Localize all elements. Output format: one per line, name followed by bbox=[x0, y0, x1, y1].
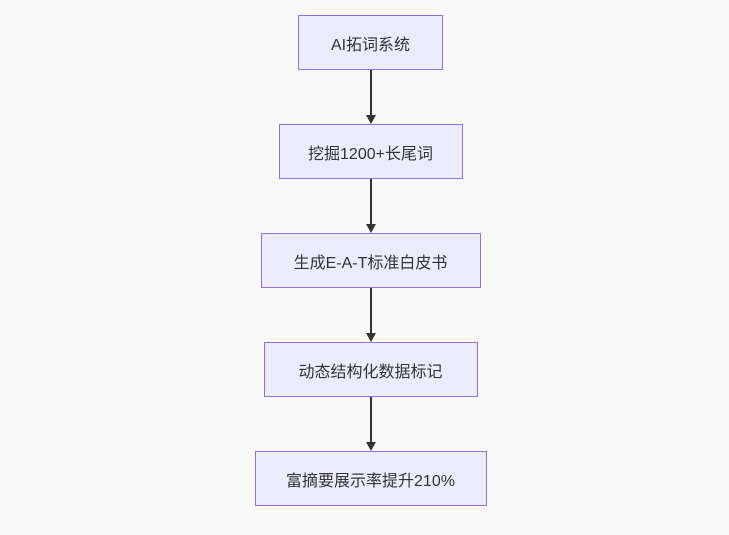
flow-node-label: 动态结构化数据标记 bbox=[298, 363, 443, 381]
arrow-down-connector-4 bbox=[365, 397, 376, 451]
arrow-head-icon bbox=[365, 224, 376, 233]
flow-node-label: 富摘要展示率提升210% bbox=[286, 472, 455, 490]
flow-node-rich-snippet-result: 富摘要展示率提升210% bbox=[254, 451, 487, 506]
flow-node-structured-data-markup: 动态结构化数据标记 bbox=[263, 342, 478, 397]
flow-node-label: 生成E-A-T标准白皮书 bbox=[293, 254, 448, 272]
flow-node-label: AI拓词系统 bbox=[330, 36, 411, 54]
arrow-head-icon bbox=[365, 442, 376, 451]
flow-node-eat-whitepaper: 生成E-A-T标准白皮书 bbox=[260, 233, 481, 288]
flow-node-ai-keyword-system: AI拓词系统 bbox=[298, 15, 443, 70]
arrow-down-connector-1 bbox=[365, 70, 376, 124]
arrow-down-connector-3 bbox=[365, 288, 376, 342]
flow-node-longtail-mining: 挖掘1200+长尾词 bbox=[278, 124, 463, 179]
arrow-down-connector-2 bbox=[365, 179, 376, 233]
arrow-head-icon bbox=[365, 115, 376, 124]
arrow-head-icon bbox=[365, 333, 376, 342]
flow-node-label: 挖掘1200+长尾词 bbox=[308, 145, 433, 163]
